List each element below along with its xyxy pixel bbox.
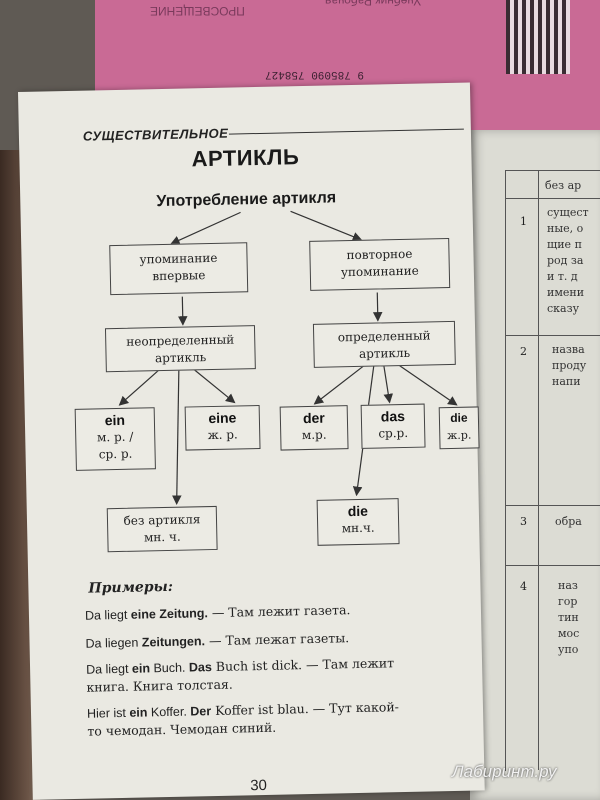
repeat-mention-box: повторное упоминание bbox=[309, 238, 451, 291]
table-row-line bbox=[505, 505, 600, 506]
eine-box: eine ж. р. bbox=[184, 405, 261, 451]
example-4: Hier ist ein Koffer. Der Koffer ist blau… bbox=[86, 699, 400, 739]
barcode-number: 9 785090 758427 bbox=[265, 68, 365, 80]
table-column-divider bbox=[538, 170, 539, 770]
right-page bbox=[470, 130, 600, 800]
no-article-box: без артикля мн. ч. bbox=[106, 505, 218, 553]
example-3: Da liegt ein Buch. Das Buch ist dick. — … bbox=[85, 655, 395, 695]
table-row-number: 3 bbox=[520, 515, 527, 528]
example-1: Da liegt eine Zeitung. — Там лежит газет… bbox=[84, 602, 351, 623]
das-box: das ср.р. bbox=[360, 403, 426, 449]
definite-article-box: определенный артикль bbox=[312, 320, 456, 368]
first-mention-box: упоминание впервые bbox=[109, 242, 249, 296]
textbook-page: СУЩЕСТВИТЕЛЬНОЕ АРТИКЛЬ Употребление арт… bbox=[18, 82, 485, 800]
die-singular-box: die ж.р. bbox=[438, 406, 480, 450]
publisher-label: ПРОСВЕЩЕНИЕ bbox=[150, 4, 245, 18]
examples-title: Примеры: bbox=[88, 578, 174, 597]
page-number: 30 bbox=[250, 776, 268, 795]
table-row-number: 4 bbox=[520, 580, 527, 593]
indefinite-article-box: неопределенный артикль bbox=[104, 325, 256, 373]
table-row-line bbox=[505, 565, 600, 566]
example-2: Da liegen Zeitungen. — Там лежат газеты. bbox=[85, 630, 350, 651]
table-row-number: 1 bbox=[520, 215, 527, 228]
table-cell: обра bbox=[555, 515, 582, 528]
qr-code-icon bbox=[506, 0, 570, 74]
ein-box: ein м. р. / ср. р. bbox=[74, 407, 156, 471]
right-table bbox=[505, 170, 600, 771]
table-row-line bbox=[505, 335, 600, 336]
die-plural-box: die мн.ч. bbox=[316, 498, 400, 546]
watermark-logo: Лабиринт.ру bbox=[452, 762, 557, 781]
der-box: der м.р. bbox=[279, 405, 349, 451]
table-row-number: 2 bbox=[520, 345, 527, 358]
table-header: без ар bbox=[545, 179, 582, 192]
series-label: Учебник Рабочая bbox=[325, 0, 422, 8]
table-row-line bbox=[505, 198, 600, 199]
